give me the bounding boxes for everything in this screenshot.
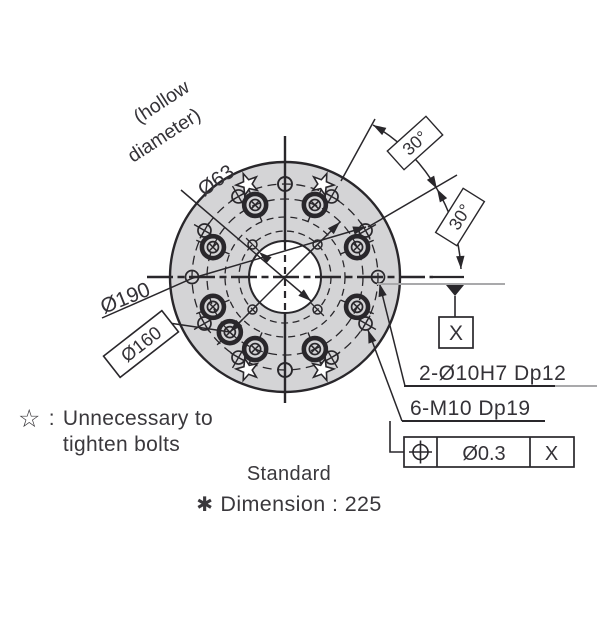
tapped-hole xyxy=(193,315,216,332)
arrow-arc-upper-end xyxy=(426,175,437,189)
variant-label: Standard xyxy=(246,463,332,485)
tapped-hole xyxy=(193,222,216,239)
flange-bolts-and-holes xyxy=(184,176,386,378)
bolt-inner-circle xyxy=(206,240,220,254)
dia63-dimension-line xyxy=(180,189,312,302)
legend-line2: tighten bolts xyxy=(62,433,181,456)
dia160-label-box xyxy=(102,309,180,379)
legend-line1: Unnecessary to xyxy=(62,407,213,430)
bolt-ring xyxy=(216,318,244,346)
feature-control-frame: Ø0.3 X xyxy=(389,421,575,468)
untightened-bolt-star-icon xyxy=(310,171,337,198)
arrow-dowel-leader xyxy=(378,283,387,298)
dimension-note: ✱ Dimension : 225 xyxy=(0,492,578,517)
arrow-dia160-ne xyxy=(327,222,340,235)
arrow-arc-upper-start xyxy=(373,125,387,136)
bolt-inner-circle xyxy=(223,325,237,339)
pilot-hole xyxy=(310,237,325,252)
fcf-tolerance: Ø0.3 xyxy=(462,443,505,465)
datum-triangle-icon xyxy=(446,285,464,296)
dia160-label-group: Ø160 xyxy=(102,309,180,379)
arrow-arc-lower-end xyxy=(456,255,465,269)
fcf-datum-ref: X xyxy=(545,443,558,465)
arrowheads xyxy=(230,125,465,344)
bolt-inner-circle xyxy=(308,342,322,356)
bolt-inner-circle xyxy=(350,300,364,314)
arrow-dia160-sw xyxy=(230,319,243,332)
hole-notes: 2-Ø10H7 Dp12 6-M10 Dp19 xyxy=(402,362,597,422)
dimension-separator: : xyxy=(331,492,339,516)
tapped-holes-leader xyxy=(367,329,403,422)
tapped-holes-note: 6-M10 Dp19 xyxy=(410,397,531,420)
dowel-holes-note: 2-Ø10H7 Dp12 xyxy=(419,362,566,385)
radial-line-30deg xyxy=(367,174,458,228)
arrow-dia63-se xyxy=(298,289,311,301)
untightened-bolt-star-icon xyxy=(310,356,337,383)
datum-letter-box xyxy=(438,316,474,349)
angle-lower-box xyxy=(434,187,486,247)
angle-upper-label-group: 30° xyxy=(386,115,444,171)
plain-hole xyxy=(277,176,293,192)
legend-separator: : xyxy=(48,407,55,430)
arrow-arc-lower-start xyxy=(437,189,448,203)
plain-hole xyxy=(277,362,293,378)
untightened-bolt-star-icon xyxy=(233,171,260,198)
star-legend: ☆ : Unnecessary to tighten bolts xyxy=(18,406,213,458)
bolt-inner-circle xyxy=(248,342,262,356)
arrow-dia190 xyxy=(352,226,366,235)
angle-upper-box xyxy=(386,115,444,171)
pilot-hole xyxy=(245,237,260,252)
bolt-inner-circle xyxy=(206,300,220,314)
legend-text: Unnecessary to tighten bolts xyxy=(63,406,213,458)
radial-line-60deg xyxy=(340,118,376,182)
pilot-hole xyxy=(310,302,325,317)
dia190-dimension-line xyxy=(101,226,367,319)
position-symbol-icon xyxy=(409,440,432,464)
untightened-bolt-star-icon xyxy=(233,356,260,383)
untightened-bolt-stars xyxy=(233,171,337,383)
dimension-label: Dimension xyxy=(220,492,326,516)
dowel-hole xyxy=(184,269,200,285)
arrow-tapped-leader xyxy=(368,330,377,344)
star-icon: ☆ xyxy=(18,405,41,433)
datum-symbol: X xyxy=(377,275,505,349)
datum-letter: X xyxy=(449,322,463,345)
dia190-label: Ø190 xyxy=(97,278,153,319)
fcf-frame xyxy=(403,436,575,468)
bolt-inner-circle xyxy=(350,240,364,254)
bolt-inner-circle xyxy=(248,198,262,212)
dowel-holes-leader xyxy=(378,283,406,387)
footer: Standard ✱ Dimension : 225 xyxy=(0,463,578,517)
asterisk-icon: ✱ xyxy=(196,494,214,516)
arrow-dia63-nw xyxy=(259,252,272,264)
bolt-inner-circle xyxy=(308,198,322,212)
fcf-elbow-leader xyxy=(389,421,404,453)
tapped-hole xyxy=(354,315,377,332)
bolt-head xyxy=(216,318,244,346)
pilot-hole xyxy=(245,302,260,317)
dimension-value: 225 xyxy=(344,492,382,516)
